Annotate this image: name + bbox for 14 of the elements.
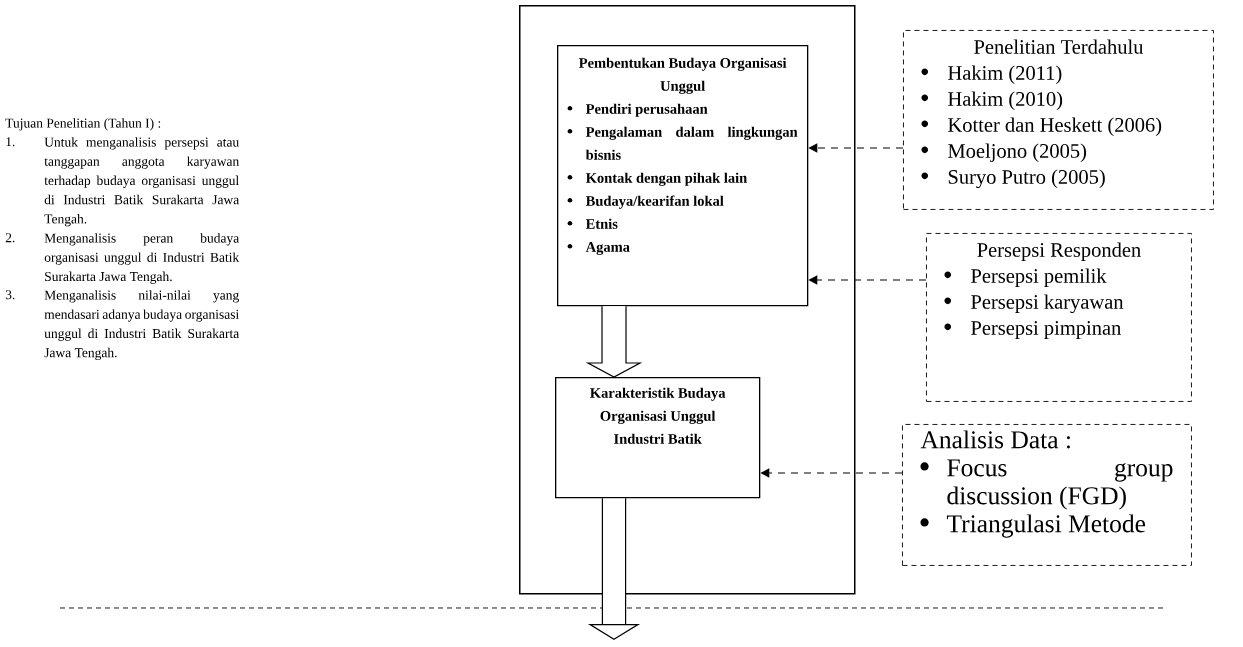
list-number: 2. <box>5 233 15 243</box>
info-box: Penelitian Terdahulu Hakim (2011) Hakim (2010) Kotter dan Heskett (2006) Moeljono (2005) Suryo Putro (2005) <box>903 30 1214 210</box>
frame-box <box>519 5 856 595</box>
block-arrow <box>585 305 643 378</box>
list-item: Menganalisis peran budaya organisasi unggul di Industri Batik Surakarta Jawa Tengah. <box>44 233 240 284</box>
list-number: 1. <box>6 137 15 147</box>
list-number: 3. <box>5 290 15 300</box>
info-box: Analisis Data : Focus group discussion (FGD) Triangulasi Metode <box>902 424 1192 566</box>
list-item: Menganalisis nilai-nilai yang mendasari adanya budaya organisasi unggul di Industri Batik Surakarta Jawa Tengah. <box>44 290 239 361</box>
info-box: Persepsi Responden Persepsi pemilik Persepsi karyawan Persepsi pimpinan <box>926 233 1192 402</box>
list-item: Untuk menganalisis persepsi atau tanggapan anggota karyawan terhadap budaya organisasi unggul di Industri Batik Surakarta Jawa Tengah. <box>44 137 239 227</box>
process-box: Pembentukan Budaya Organisasi Unggul Pendiri perusahaan Pengalaman dalam lingkungan bisnis Kontak dengan pihak lain Budaya/kearifan lokal Etnis Agama <box>557 45 809 307</box>
text-line: Tujuan Penelitian (Tahun I) : <box>5 118 161 131</box>
process-box: Karakteristik Budaya Organisasi Unggul Industri Batik <box>555 377 761 499</box>
